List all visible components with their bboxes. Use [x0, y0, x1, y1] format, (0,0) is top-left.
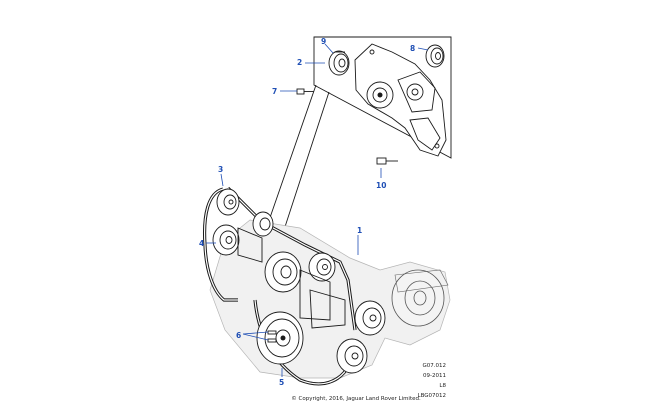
reference-model: L8: [439, 383, 446, 389]
callout-leaders: [206, 43, 429, 377]
lower-pulley: [336, 338, 368, 374]
idler-pulley-8: [425, 44, 445, 68]
callout-2: 2: [297, 58, 302, 67]
power-steering-pulley: [354, 300, 386, 336]
crankshaft-damper-5: [256, 311, 304, 365]
reference-date: 09-2011: [423, 373, 446, 379]
water-pump-pulley: [264, 251, 346, 329]
callout-7: 7: [272, 87, 277, 96]
alternator-pulley-4: [212, 224, 263, 263]
copyright-notice: © Copyright, 2016, Jaguar Land Rover Lim…: [291, 396, 421, 402]
callout-8: 8: [410, 44, 415, 53]
drawing-reference-block: G07.012 09-2011 L8 LBG07012: [406, 361, 447, 401]
callout-1: 1: [357, 226, 362, 235]
tensioner-detail-inset: [264, 36, 452, 237]
callout-4: 4: [199, 239, 204, 248]
upper-idler-pulley: [216, 188, 240, 216]
damper-bolts-6: [267, 330, 277, 343]
callout-9: 9: [321, 37, 326, 46]
callout-10: 10: [376, 181, 386, 190]
callout-6: 6: [236, 331, 241, 340]
reference-code: G07.012: [422, 363, 446, 369]
bolt-7: [296, 88, 314, 95]
callout-3: 3: [218, 165, 223, 174]
idler-pulley-9: [328, 50, 350, 76]
tensioner-assembly: [354, 43, 447, 157]
callout-5: 5: [279, 378, 284, 387]
middle-idler-pulleys: [252, 211, 336, 282]
reference-drawing-id: LBG07012: [417, 393, 447, 399]
bolt-10: [376, 157, 398, 165]
